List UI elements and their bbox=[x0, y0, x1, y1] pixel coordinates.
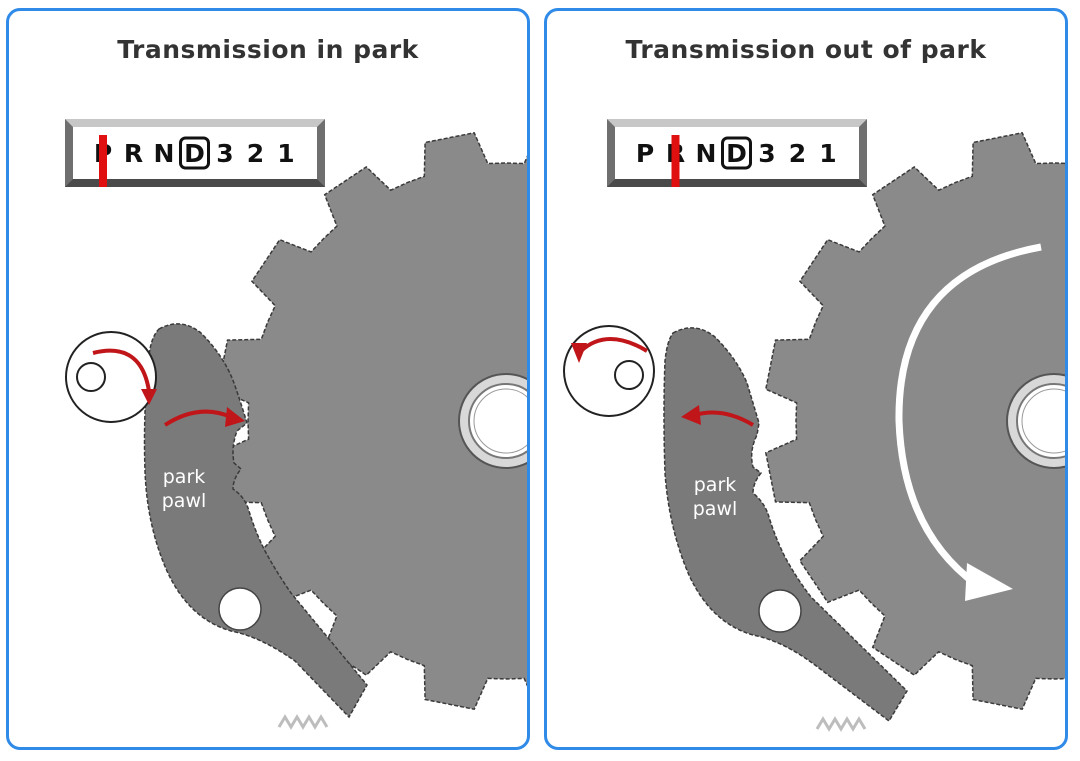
park-pawl bbox=[143, 323, 368, 719]
selector-position-R: R bbox=[124, 139, 143, 168]
gear-rotation-arrow bbox=[895, 243, 1042, 588]
gear-selector-indicator: PRND321 bbox=[65, 119, 325, 187]
selector-position-1: 1 bbox=[819, 139, 836, 168]
panel-title: Transmission out of park bbox=[625, 35, 987, 64]
selector-position-D: D bbox=[726, 139, 747, 168]
pawl-label-line1: park bbox=[694, 474, 737, 496]
cam-roller-hole bbox=[76, 362, 106, 392]
cam-rotation-arrowhead bbox=[571, 343, 587, 363]
return-spring bbox=[277, 714, 329, 730]
pawl-motion-arrow bbox=[163, 409, 232, 427]
panel-title: Transmission in park bbox=[117, 35, 419, 64]
selector-position-3: 3 bbox=[758, 139, 775, 168]
gear-rotation-arrowhead bbox=[965, 563, 1013, 601]
selector-position-2: 2 bbox=[247, 139, 264, 168]
pawl-pivot-hole bbox=[218, 587, 262, 631]
selector-position-2: 2 bbox=[789, 139, 806, 168]
cam-rotation-arrow bbox=[579, 337, 649, 353]
return-spring bbox=[815, 716, 867, 732]
pawl-pivot-hole bbox=[758, 589, 802, 633]
selector-position-3: 3 bbox=[216, 139, 233, 168]
pawl-label-line2: pawl bbox=[162, 490, 207, 512]
pawl-label-line2: pawl bbox=[693, 498, 738, 520]
diagram-in-park: park pawl PRND321 bbox=[65, 119, 527, 730]
selector-box-D bbox=[721, 136, 752, 170]
selector-position-1: 1 bbox=[277, 139, 294, 168]
cam-roller-hole bbox=[614, 360, 644, 390]
pawl-label-line1: park bbox=[163, 466, 206, 488]
selector-pointer bbox=[671, 135, 680, 187]
panel-in-park: park pawl PRND321 Transmission in park bbox=[6, 8, 530, 750]
selector-position-N: N bbox=[154, 139, 175, 168]
panel-out-of-park: park pawl PRND321 Transmission out of pa… bbox=[544, 8, 1068, 750]
park-pawl bbox=[663, 327, 908, 723]
cam-rotation-arrow bbox=[92, 348, 151, 392]
selector-pointer bbox=[99, 135, 107, 187]
selector-position-N: N bbox=[696, 139, 717, 168]
cam-roller bbox=[65, 331, 157, 423]
selector-position-D: D bbox=[184, 139, 205, 168]
cam-rotation-arrowhead bbox=[141, 389, 157, 405]
pawl-motion-arrowhead bbox=[681, 405, 701, 425]
parking-gear bbox=[216, 131, 527, 711]
pawl-motion-arrowhead bbox=[225, 407, 245, 427]
gear-selector-indicator: PRND321 bbox=[607, 119, 867, 187]
parking-gear bbox=[764, 131, 1065, 711]
selector-box-D bbox=[179, 136, 210, 170]
diagram-out-of-park: park pawl PRND321 bbox=[563, 119, 1065, 732]
selector-position-P: P bbox=[636, 139, 654, 168]
